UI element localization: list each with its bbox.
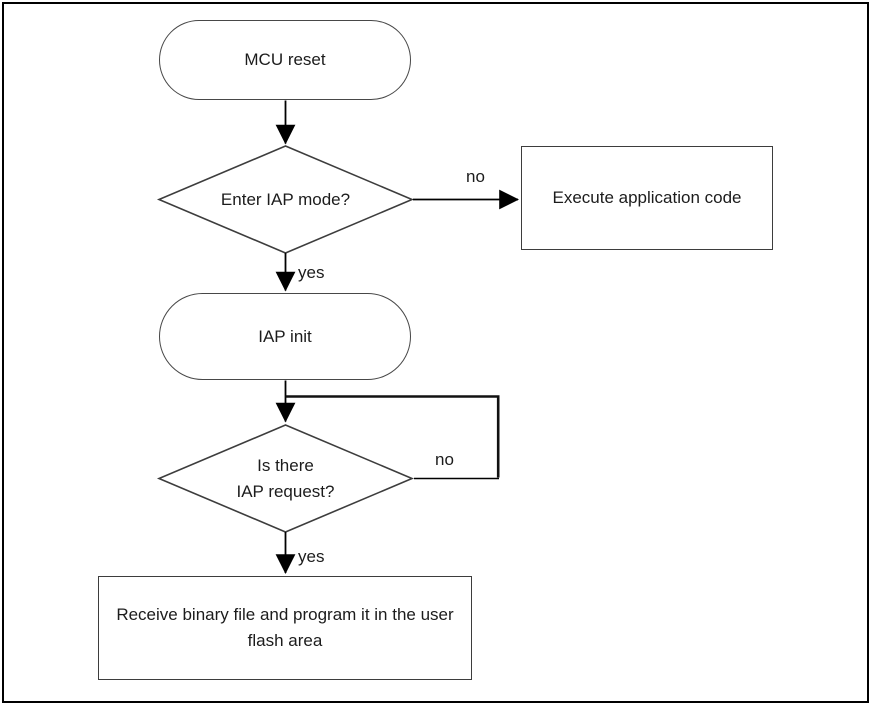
decision-iap-request: Is there IAP request? [159,425,412,532]
node-execute-application-code: Execute application code [521,146,773,250]
connector-no-loop-upper [285,395,500,478]
node-execute-application-code-label: Execute application code [552,188,742,207]
node-receive-binary-file: Receive binary file and program it in th… [98,576,472,680]
edge-label-iap-request-no: no [435,450,454,469]
node-mcu-reset-label: MCU reset [244,50,326,69]
decision-iap-request-label-line2: IAP request? [236,481,335,501]
node-receive-binary-file-label: Receive binary file and program it in th… [116,605,454,650]
decision-enter-iap-mode: Enter IAP mode? [159,146,412,253]
edge-label-enter-iap-no: no [466,167,485,186]
decision-enter-iap-mode-label: Enter IAP mode? [220,189,351,209]
node-mcu-reset: MCU reset [159,20,411,100]
edge-label-enter-iap-yes: yes [298,263,325,282]
edge-label-iap-request-yes: yes [298,547,325,566]
decision-iap-request-label-line1: Is there [257,455,314,475]
node-iap-init-label: IAP init [258,326,312,346]
node-iap-init: IAP init [159,293,411,380]
